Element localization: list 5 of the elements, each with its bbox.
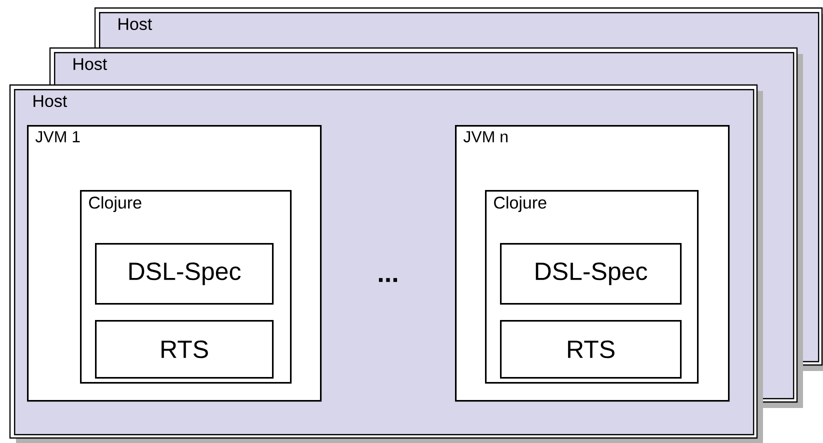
component-box: DSL-Spec (500, 242, 682, 305)
component-box: RTS (500, 320, 682, 379)
component-box: DSL-Spec (95, 242, 274, 305)
component-box: RTS (95, 320, 274, 379)
ellipsis-label: ... (378, 278, 398, 282)
